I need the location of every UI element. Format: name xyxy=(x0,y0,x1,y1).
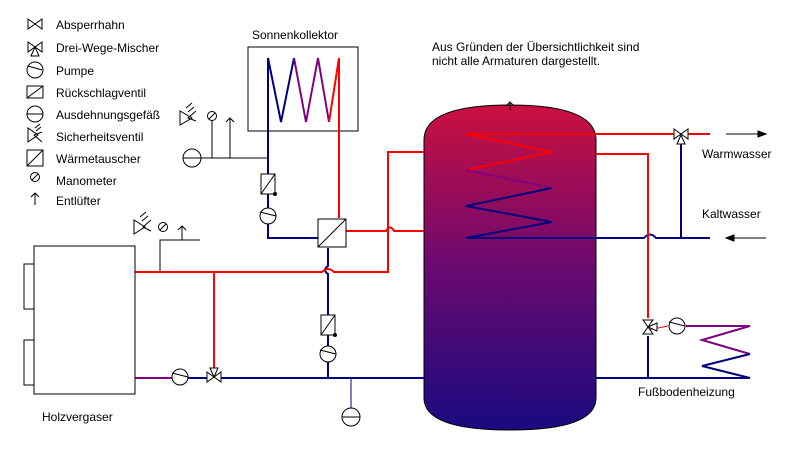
legend-label-manometer: Manometer xyxy=(56,174,117,188)
expansion-vessel xyxy=(341,407,361,427)
floor-heating-label: Fußbodenheizung xyxy=(638,385,735,399)
boiler-label: Holzvergaser xyxy=(42,410,113,424)
boiler-mixer-valve xyxy=(206,367,222,383)
legend-label-check-valve: Rückschlagventil xyxy=(56,86,146,100)
floor-heating-mixer-valve xyxy=(642,319,658,335)
legend-label-three-way-mixer: Drei-Wege-Mischer xyxy=(56,41,159,55)
hot-water-label: Warmwasser xyxy=(702,147,772,161)
note-line-2: nicht alle Armaturen dargestellt. xyxy=(432,54,600,68)
pump-icon xyxy=(26,61,44,79)
legend-label-expansion-vessel: Ausdehnungsgefäß xyxy=(56,108,160,122)
safety-valve-icon xyxy=(27,123,43,143)
storage-tank xyxy=(423,104,597,431)
hot-water-mixer-valve xyxy=(673,128,689,145)
solar-collector xyxy=(247,46,359,132)
legend-label-shutoff-valve: Absperrhahn xyxy=(56,18,125,32)
shutoff-valve-icon xyxy=(27,18,43,30)
collector-label: Sonnenkollektor xyxy=(252,28,338,42)
manometer-icon xyxy=(30,172,40,182)
boiler-pump xyxy=(171,368,189,386)
tank-upper-coil xyxy=(465,133,596,239)
legend: Absperrhahn Drei-Wege-Mischer Pumpe Rück… xyxy=(26,18,160,208)
wood-gasification-boiler xyxy=(23,245,136,395)
pipe-network xyxy=(135,123,751,408)
cold-water-in-arrow xyxy=(724,234,766,242)
floor-heating-pump xyxy=(668,317,686,335)
heat-exchanger-icon xyxy=(26,149,44,167)
mid-pump xyxy=(319,345,337,363)
check-valve-icon xyxy=(26,85,44,99)
three-way-mixer-icon xyxy=(27,41,43,57)
expansion-vessel-icon xyxy=(26,105,44,123)
tank-air-vent-icon xyxy=(505,101,515,110)
solar-check-valve xyxy=(260,173,277,196)
legend-label-heat-exchanger: Wärmetauscher xyxy=(56,152,141,166)
solar-pump xyxy=(259,207,277,225)
hot-water-out-arrow xyxy=(726,130,768,138)
solar-safety-group xyxy=(179,102,268,168)
note-line-1: Aus Gründen der Übersichtlichkeit sind xyxy=(432,40,639,54)
legend-label-air-vent: Entlüfter xyxy=(56,194,101,208)
legend-label-pump: Pumpe xyxy=(56,64,94,78)
boiler-safety-group xyxy=(133,211,200,272)
cold-water-label: Kaltwasser xyxy=(702,207,761,221)
legend-label-safety-valve: Sicherheitsventil xyxy=(56,130,143,144)
mid-check-valve xyxy=(320,314,337,337)
air-vent-icon xyxy=(30,192,40,205)
heat-exchanger xyxy=(317,218,347,248)
